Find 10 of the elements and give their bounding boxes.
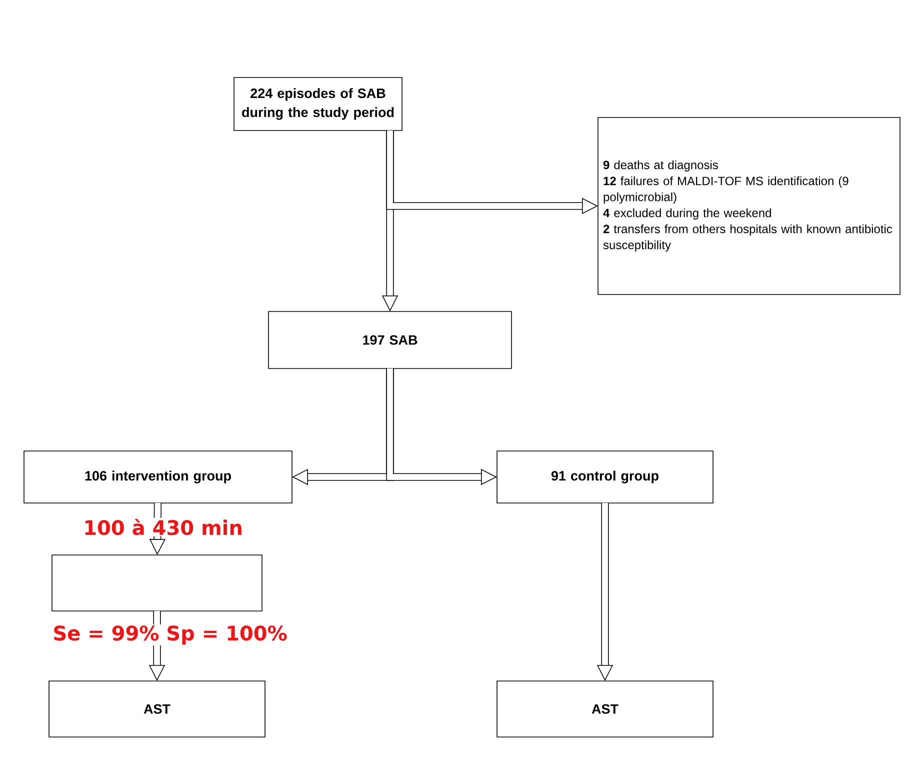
edge-label: Se = 99% Sp = 100% xyxy=(52,624,288,646)
exclusion-box: 9 deaths at diagnosis 12 failures of MALDI-TOF MS identification (9 polymicrobial) 4 excluded during the weekend 2 transfers from others hospitals with known antibiotic susceptibility xyxy=(598,117,900,295)
process-box: AST xyxy=(48,680,266,738)
process-box xyxy=(52,554,262,612)
process-box: 197 SAB xyxy=(268,311,512,369)
process-box: AST xyxy=(496,680,714,738)
process-box: 91 control group xyxy=(496,450,714,504)
process-box: 106 intervention group xyxy=(24,450,292,504)
edge-label: 100 à 430 min xyxy=(82,518,244,536)
process-box: 224 episodes of SAB during the study period xyxy=(234,77,402,131)
